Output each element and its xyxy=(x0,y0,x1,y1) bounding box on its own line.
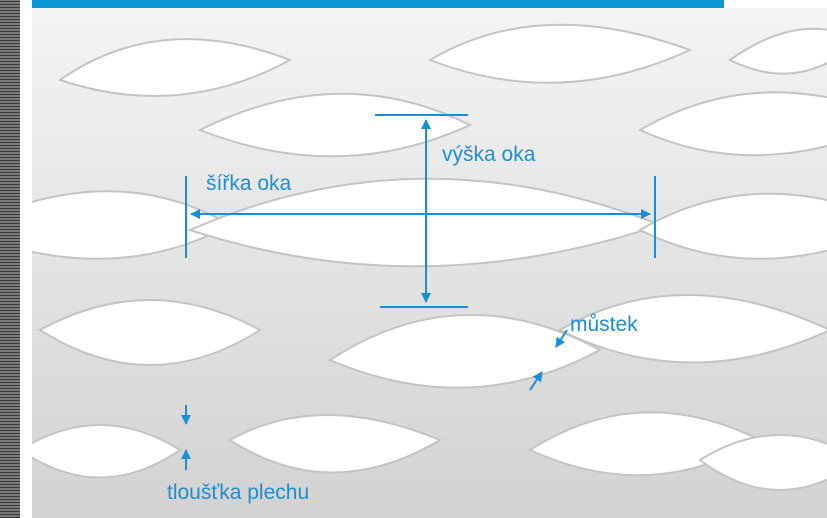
bridge-arrow-bottom xyxy=(529,371,543,391)
left-gap xyxy=(20,0,32,518)
height-label: výška oka xyxy=(442,143,536,166)
dimension-lines xyxy=(181,114,656,470)
bridge-label: můstek xyxy=(570,313,638,336)
expanded-metal-mesh-photo xyxy=(32,8,827,518)
top-accent-bar xyxy=(32,0,724,8)
bridge-arrow-top xyxy=(555,329,568,348)
width-label: šířka oka xyxy=(206,172,292,195)
left-edge-strip xyxy=(0,0,20,518)
thickness-label: tloušťka plechu xyxy=(167,481,310,504)
